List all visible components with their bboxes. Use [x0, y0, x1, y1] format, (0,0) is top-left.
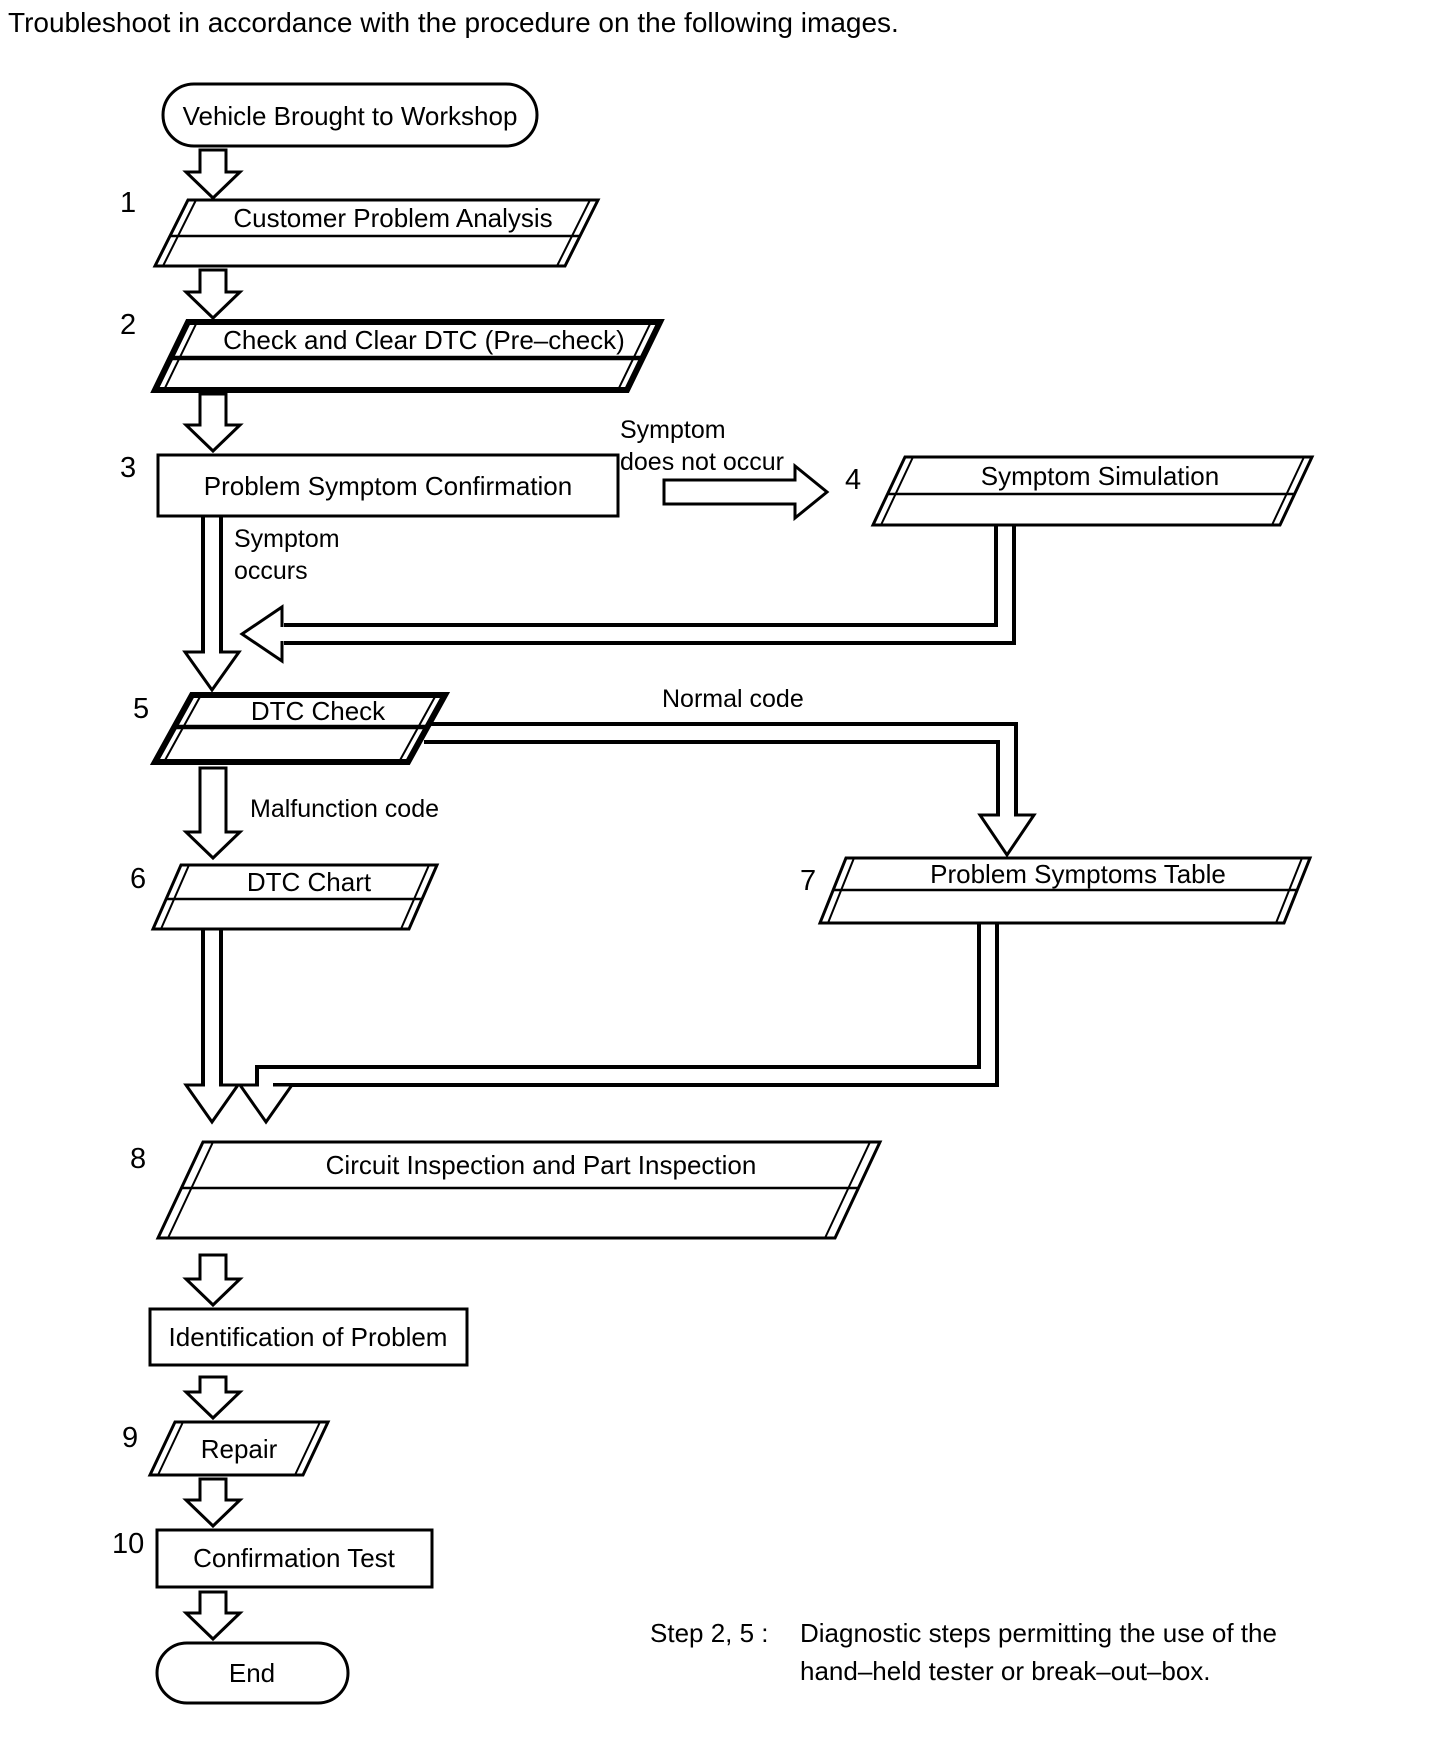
connector-normal-code-inner	[418, 726, 1014, 823]
step7-number: 7	[800, 865, 816, 897]
connectors	[182, 516, 1037, 1125]
arrow-start-to-step1	[182, 148, 244, 201]
nodes	[147, 82, 1315, 1705]
step1-parallelogram	[152, 198, 601, 268]
end-node	[155, 1641, 350, 1705]
step9-number: 9	[122, 1422, 138, 1454]
step8-label: Circuit Inspection and Part Inspection	[326, 1150, 757, 1180]
block-arrows	[182, 148, 830, 1642]
step9-left-double-edge	[157, 1421, 184, 1476]
step3-number: 3	[120, 452, 136, 484]
symptom-occurs-line2: occurs	[234, 557, 308, 585]
step9-right-double-edge	[294, 1421, 321, 1476]
step3-label: Problem Symptom Confirmation	[204, 471, 572, 501]
connector-symptoms-table-to-inspection-inner	[259, 923, 995, 1093]
identification-label: Identification of Problem	[169, 1322, 448, 1352]
step1-number: 1	[120, 187, 136, 219]
start-label: Vehicle Brought to Workshop	[183, 101, 518, 131]
step6-right-double-edge	[400, 864, 430, 930]
step4-number: 4	[845, 464, 861, 496]
arrow-malfunction-code	[182, 766, 244, 861]
step5-number: 5	[133, 693, 149, 725]
step10-number: 10	[112, 1528, 144, 1560]
step4-right-double-edge	[1271, 456, 1305, 526]
step10-rectangle	[155, 1528, 434, 1589]
connector-normal-code	[424, 722, 1018, 817]
footnote-line1: Diagnostic steps permitting the use of t…	[800, 1618, 1277, 1648]
symptom-does-not-occur-line2: does not occur	[620, 448, 784, 476]
step10-label: Confirmation Test	[193, 1543, 396, 1573]
step1-right-double-edge	[556, 199, 591, 267]
step4-parallelogram	[870, 455, 1315, 527]
arrow-confirmation-to-end	[182, 1590, 244, 1642]
symptom-occurs-line1: Symptom	[234, 525, 340, 553]
footnote-prefix: Step 2, 5 :	[650, 1618, 769, 1648]
step8-number: 8	[130, 1143, 146, 1175]
arrow-identification-to-repair	[182, 1375, 244, 1421]
step5-label: DTC Check	[251, 696, 386, 726]
step6-parallelogram	[150, 863, 440, 931]
arrow-step8-to-identification	[182, 1253, 244, 1308]
step1-label: Customer Problem Analysis	[233, 203, 552, 233]
page-title: Troubleshoot in accordance with the proc…	[8, 7, 899, 38]
symptom-does-not-occur-line1: Symptom	[620, 416, 726, 444]
normal-code-label: Normal code	[662, 685, 804, 713]
step4-left-double-edge	[880, 456, 914, 526]
step7-label: Problem Symptoms Table	[930, 859, 1226, 889]
step3-rectangle	[156, 453, 620, 518]
arrow-step2-to-step3	[182, 392, 244, 454]
step6-number: 6	[130, 863, 146, 895]
step2-label: Check and Clear DTC (Pre–check)	[223, 325, 625, 355]
step1-left-double-edge	[162, 199, 197, 267]
start-node	[161, 82, 539, 148]
step6-label: DTC Chart	[247, 867, 372, 897]
step9-label: Repair	[201, 1434, 278, 1464]
step8-parallelogram	[155, 1140, 883, 1240]
step4-label: Symptom Simulation	[981, 461, 1219, 491]
step6-left-double-edge	[160, 864, 190, 930]
step9-parallelogram	[147, 1420, 331, 1477]
malfunction-code-label: Malfunction code	[250, 795, 439, 823]
end-label: End	[229, 1658, 275, 1688]
arrow-step3-to-step4	[662, 462, 830, 522]
connector-simulation-return	[284, 525, 1016, 645]
step8-left-double-edge	[167, 1141, 214, 1239]
connector-symptoms-table-to-inspection	[255, 923, 999, 1087]
arrow-step1-to-step2	[182, 268, 244, 321]
step2-number: 2	[120, 309, 136, 341]
labels: Troubleshoot in accordance with the proc…	[8, 7, 1277, 1688]
connector-simulation-return-inner	[276, 519, 1012, 641]
arrow-repair-to-confirmation	[182, 1477, 244, 1529]
step8-right-double-edge	[824, 1141, 871, 1239]
footnote-line2: hand–held tester or break–out–box.	[800, 1656, 1211, 1686]
identification-rectangle	[148, 1307, 469, 1367]
